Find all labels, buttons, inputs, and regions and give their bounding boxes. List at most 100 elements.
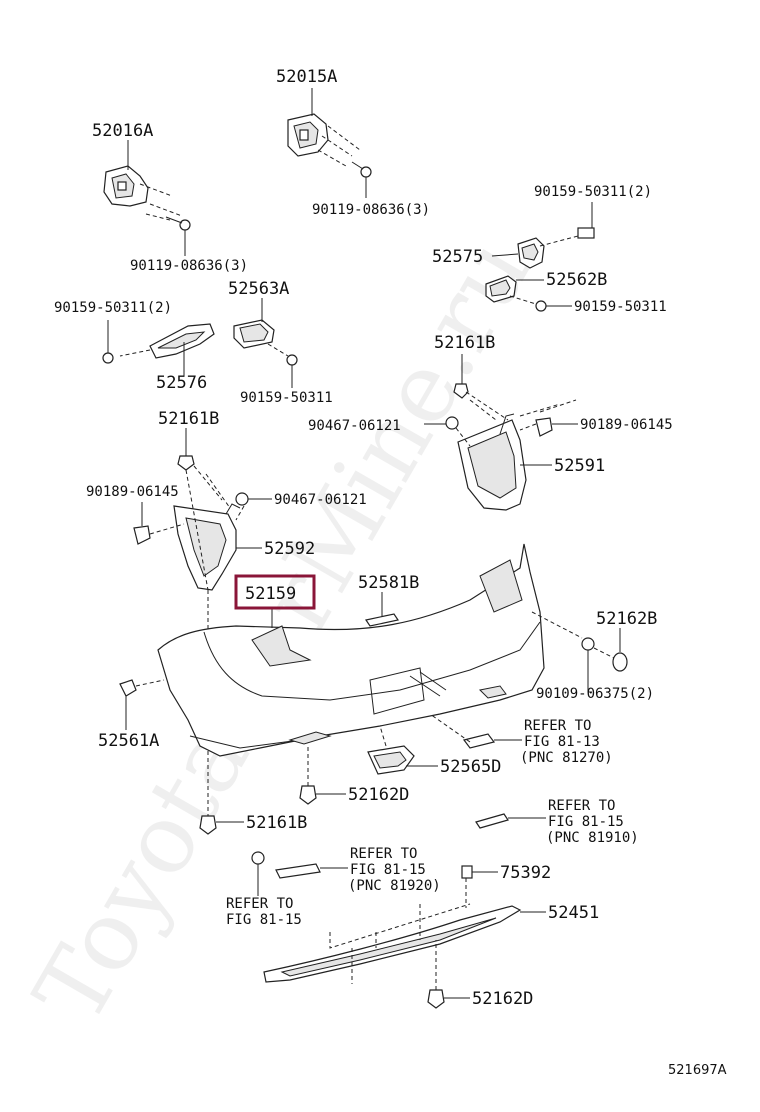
part-52591-guard (457, 413, 527, 511)
label-52161B-l[interactable]: 52161B (158, 409, 219, 429)
leader-90109 (587, 650, 592, 693)
label-90109[interactable]: 90109-06375(2) (536, 686, 654, 702)
label-90159-c[interactable]: 90159-50311 (240, 390, 333, 406)
bolt-90119-b-icon (351, 161, 372, 178)
label-52565D[interactable]: 52565D (440, 757, 501, 777)
bolt-90159-top-icon (577, 227, 595, 239)
label-90159-r[interactable]: 90159-50311 (574, 299, 667, 315)
clip-52561A-icon (119, 679, 137, 697)
clip-90189-r-icon (535, 417, 553, 437)
dash-52565D (379, 725, 387, 747)
dash-52016A (139, 183, 183, 221)
nut-90467-r-icon (445, 416, 459, 430)
label-90189-l[interactable]: 90189-06145 (86, 484, 179, 500)
label-52016A[interactable]: 52016A (92, 121, 153, 141)
ref-81910-part (475, 813, 509, 829)
label-ref-81-15-l2[interactable]: FIG 81-15 (226, 912, 302, 928)
label-90119-b[interactable]: 90119-08636(3) (312, 202, 430, 218)
dash-52161B-l (185, 465, 231, 820)
dash-52561A (135, 679, 165, 687)
ref-81270-part (462, 733, 496, 749)
label-52161B-r[interactable]: 52161B (434, 333, 495, 353)
clip-52162B-icon (612, 652, 628, 672)
label-ref-81-15-l1[interactable]: REFER TO (226, 896, 293, 912)
part-52576-bracket (149, 323, 215, 359)
part-52565D-bracket (367, 745, 415, 775)
label-52162D-b[interactable]: 52162D (472, 989, 533, 1009)
clip-75392-icon (461, 865, 473, 879)
clip-52161B-l-icon (177, 455, 195, 471)
bolt-90159-c-icon (286, 354, 298, 366)
dash-52451 (329, 903, 471, 984)
dash-52576 (119, 349, 151, 357)
label-ref-81910-l3[interactable]: (PNC 81910) (546, 830, 639, 846)
label-52162B[interactable]: 52162B (596, 609, 657, 629)
highlight-box-52159 (234, 574, 316, 610)
label-90467-r[interactable]: 90467-06121 (308, 418, 401, 434)
label-90119-a[interactable]: 90119-08636(3) (130, 258, 248, 274)
clip-ref-81-15-icon (251, 851, 265, 865)
label-ref-81270-l1[interactable]: REFER TO (524, 718, 591, 734)
label-ref-81910-l1[interactable]: REFER TO (548, 798, 615, 814)
label-ref-81910-l2[interactable]: FIG 81-15 (548, 814, 624, 830)
dash-52162B (531, 611, 583, 639)
label-52015A[interactable]: 52015A (276, 67, 337, 87)
dash-52162B-b (593, 647, 615, 659)
screw-90109-icon (581, 637, 595, 651)
clip-52161B-r-icon (453, 383, 469, 399)
label-52159[interactable]: 52159 (245, 584, 296, 604)
ref-81920-part (275, 863, 321, 879)
clip-52162D-a-icon (299, 785, 317, 805)
part-52451-diffuser (263, 905, 522, 983)
dash-90189-r (519, 399, 577, 431)
part-52562B-bracket (485, 275, 517, 303)
part-52581B-reflector (365, 613, 399, 627)
dash-52015A (317, 125, 361, 167)
dash-52562B (509, 295, 537, 305)
dash-ref-81270 (429, 713, 471, 743)
label-ref-81270-l3[interactable]: (PNC 81270) (520, 750, 613, 766)
dash-90467-r (455, 427, 471, 447)
bolt-90119-a-icon (165, 216, 191, 231)
label-90159-top[interactable]: 90159-50311(2) (534, 184, 652, 200)
label-52576[interactable]: 52576 (156, 373, 207, 393)
bolt-90159-l-icon (102, 352, 114, 364)
part-52159-bumper (157, 543, 545, 757)
part-52563A-bracket (233, 319, 275, 349)
part-52015A-bracket (287, 113, 329, 157)
dash-52575 (539, 235, 579, 247)
label-52591[interactable]: 52591 (554, 456, 605, 476)
dash-52563A (267, 343, 289, 357)
label-52161B-b[interactable]: 52161B (246, 813, 307, 833)
label-ref-81920-l2[interactable]: FIG 81-15 (350, 862, 426, 878)
dash-52161B-r (465, 391, 509, 421)
label-52562B[interactable]: 52562B (546, 270, 607, 290)
label-52592[interactable]: 52592 (264, 539, 315, 559)
label-52162D-a[interactable]: 52162D (348, 785, 409, 805)
label-ref-81270-l2[interactable]: FIG 81-13 (524, 734, 600, 750)
clip-52162D-b-icon (427, 989, 445, 1009)
part-52592-guard (173, 503, 241, 591)
nut-90467-l-icon (235, 492, 249, 506)
label-90467-l[interactable]: 90467-06121 (274, 492, 367, 508)
bolt-90159-r-icon (535, 300, 547, 312)
label-52451[interactable]: 52451 (548, 903, 599, 923)
label-90189-r[interactable]: 90189-06145 (580, 417, 673, 433)
label-75392[interactable]: 75392 (500, 863, 551, 883)
label-52561A[interactable]: 52561A (98, 731, 159, 751)
clip-52161B-b-icon (199, 815, 217, 835)
part-52575-bracket (517, 237, 545, 269)
label-ref-81920-l3[interactable]: (PNC 81920) (348, 878, 441, 894)
dash-90467-l (235, 505, 245, 521)
figure-id: 521697A (668, 1063, 727, 1078)
label-ref-81920-l1[interactable]: REFER TO (350, 846, 417, 862)
part-52016A-bracket (103, 165, 149, 207)
leader-52575 (491, 253, 519, 257)
label-52563A[interactable]: 52563A (228, 279, 289, 299)
clip-90189-l-icon (133, 525, 151, 545)
label-52581B[interactable]: 52581B (358, 573, 419, 593)
label-52575[interactable]: 52575 (432, 247, 483, 267)
label-90159-l[interactable]: 90159-50311(2) (54, 300, 172, 316)
